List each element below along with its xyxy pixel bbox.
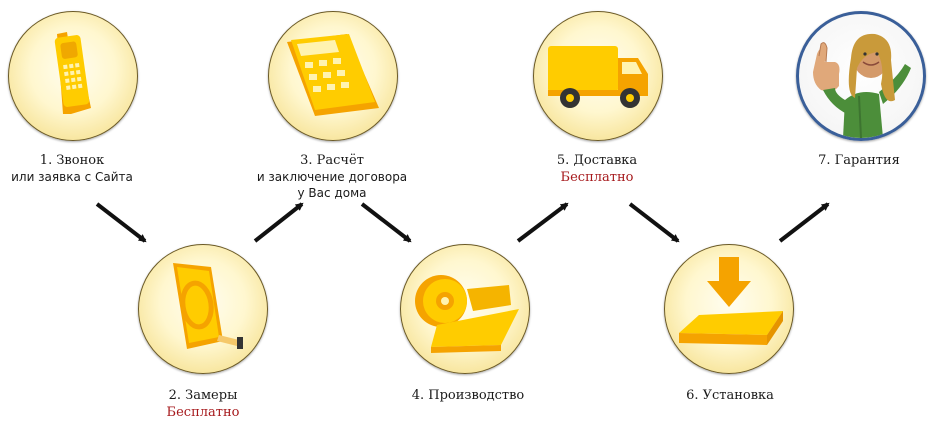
step-4-title: 4. Производство [411, 388, 525, 403]
step-5-circle [533, 11, 663, 141]
phone-icon [54, 32, 91, 114]
arrow-2-to-3 [253, 202, 304, 243]
arrow-4-to-5 [516, 202, 569, 243]
arrow-6-to-7 [778, 202, 830, 243]
step-3-title: 3. Расчёт [300, 153, 364, 168]
tape-measure-icon [173, 263, 243, 349]
arrow-3-to-4 [360, 202, 412, 243]
step-6-title: 6. Установка [686, 388, 774, 403]
step-5-title: 5. Доставка [556, 153, 638, 168]
step-2-note: Бесплатно [166, 405, 240, 420]
step-1-circle [8, 11, 138, 141]
step-5-label: 5. Доставка Бесплатно [477, 152, 717, 186]
step-1-subtitle: или заявка с Сайта [11, 170, 133, 184]
step-5-note: Бесплатно [560, 170, 634, 185]
step-4-circle [400, 244, 530, 374]
step-1-title: 1. Звонок [39, 153, 105, 168]
truck-icon [548, 46, 648, 108]
step-3-circle [268, 11, 398, 141]
calculator-icon [287, 34, 379, 116]
step-1-label: 1. Звонок или заявка с Сайта [0, 152, 192, 186]
step-2-label: 2. Замеры Бесплатно [83, 387, 323, 421]
step-2-circle [138, 244, 268, 374]
step-6-label: 6. Установка [610, 387, 850, 404]
step-6-circle [664, 244, 794, 374]
step-7-label: 7. Гарантия [739, 152, 935, 169]
step-7-circle [796, 11, 926, 141]
step-2-title: 2. Замеры [168, 388, 238, 403]
install-icon [679, 257, 783, 345]
step-4-label: 4. Производство [348, 387, 588, 404]
production-icon [415, 275, 519, 353]
step-3-label: 3. Расчёт и заключение договора у Вас до… [212, 152, 452, 201]
step-3-subtitle: и заключение договора у Вас дома [256, 170, 408, 200]
arrow-1-to-2 [95, 202, 147, 243]
arrow-5-to-6 [628, 202, 680, 243]
thumbs-up-photo [813, 33, 911, 138]
step-7-title: 7. Гарантия [818, 153, 900, 168]
